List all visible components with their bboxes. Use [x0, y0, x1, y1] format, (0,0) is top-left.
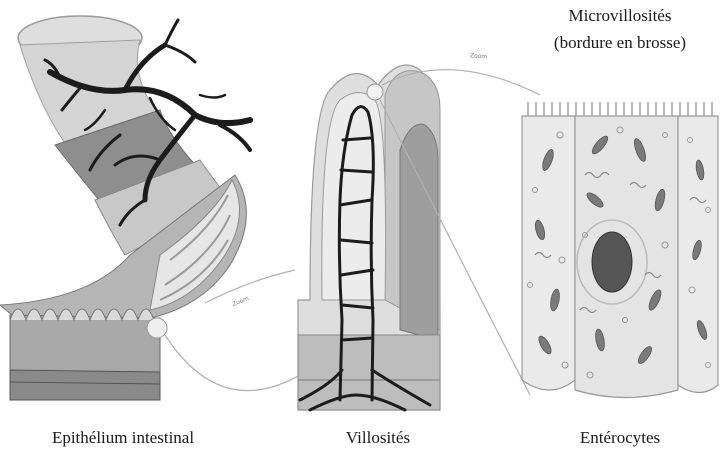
microvilli-title-line1: Microvillosités	[520, 2, 720, 29]
caption-villi: Villosités	[318, 428, 438, 448]
villus-illustration	[298, 65, 440, 410]
caption-enterocytes: Entérocytes	[545, 428, 695, 448]
microvilli-title-line2: (bordure en brosse)	[520, 29, 720, 56]
microvilli-title: Microvillosités (bordure en brosse)	[520, 2, 720, 56]
zoom-connector-1	[165, 335, 300, 391]
zoom-label-2: Zoom	[470, 52, 488, 60]
caption-epithelium: Epithélium intestinal	[18, 428, 228, 448]
enterocyte-cells	[522, 102, 718, 398]
intestine-tube	[0, 16, 246, 400]
